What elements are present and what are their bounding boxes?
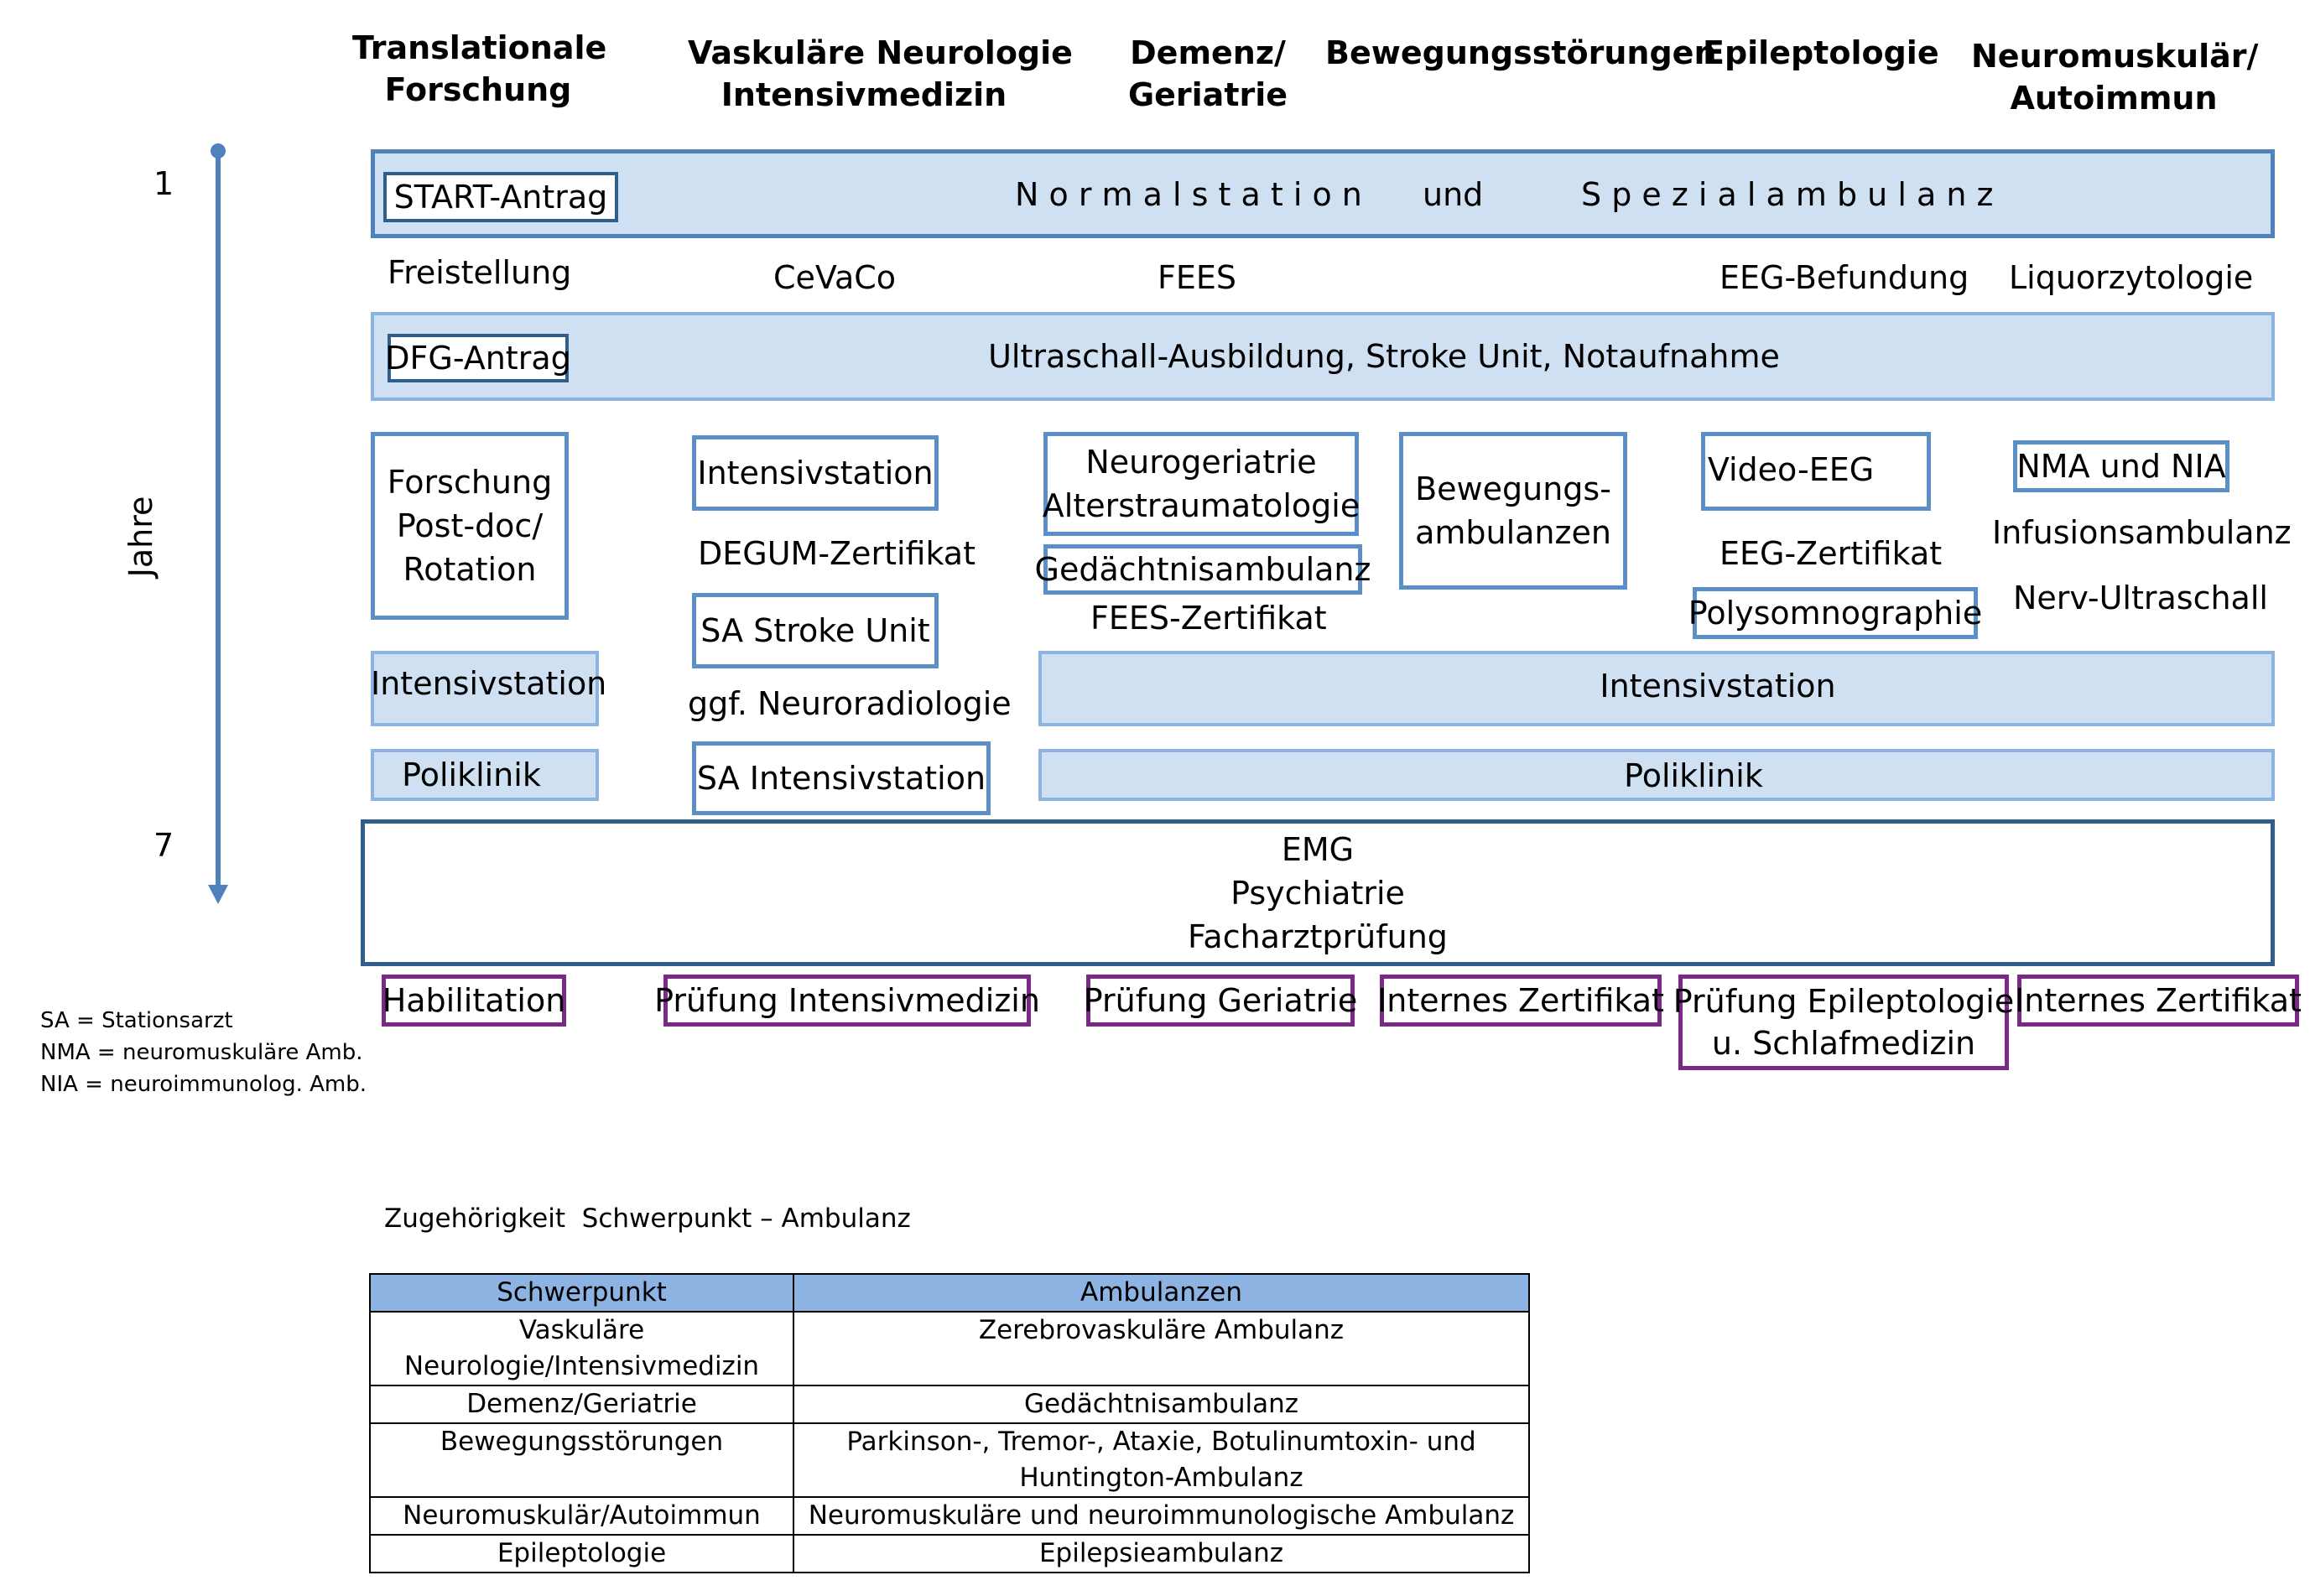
internal-certificate-movement-box: Internes Zertifikat — [1377, 975, 1664, 1027]
table-row: Bewegungsstörungen Parkinson-, Tremor-, … — [369, 1422, 1530, 1498]
column-header-translational-research: Translationale Forschung — [352, 29, 607, 108]
research-icu-band — [371, 651, 599, 726]
table-cell-clinics: Epilepsieambulanz — [793, 1534, 1530, 1573]
table-cell-clinics: Gedächtnisambulanz — [793, 1385, 1530, 1424]
table-cell-focus: Demenz/Geriatrie — [369, 1385, 794, 1424]
poli-wide-label: Poliklinik — [1624, 757, 1763, 794]
degum-certificate-text: DEGUM-Zertifikat — [698, 535, 976, 572]
table-cell-focus: Neuromuskulär/Autoimmun — [369, 1496, 794, 1536]
table-cell-clinics: Zerebrovaskuläre Ambulanz — [793, 1311, 1530, 1386]
timeline-start-label: 1 — [153, 165, 174, 202]
normalstation-and-label: und — [1423, 176, 1484, 213]
dfg-application-box: DFG-Antrag — [385, 334, 571, 382]
fees-certificate-text: FEES-Zertifikat — [1090, 600, 1327, 637]
icu-wide-band — [1038, 651, 2275, 726]
timeline-axis-label: Jahre — [122, 496, 159, 578]
specialty-clinic-label: S p e z i a l a m b u l a n z — [1581, 176, 1994, 213]
stroke-unit-ward-doctor-box: SA Stroke Unit — [692, 593, 939, 668]
eeg-certificate-text: EEG-Zertifikat — [1719, 535, 1943, 572]
research-poli-label: Poliklinik — [402, 756, 541, 793]
icu-wide-label: Intensivstation — [1600, 668, 1836, 704]
neuroradiology-text: ggf. Neuroradiologie — [688, 685, 1012, 722]
table-cell-focus: Bewegungsstörungen — [369, 1422, 794, 1498]
start-application-box: START-Antrag — [383, 172, 618, 222]
cevaco-text: CeVaCo — [773, 259, 897, 296]
normalstation-label: N o r m a l s t a t i o n — [1015, 176, 1362, 213]
legend-item: SA = Stationsarzt — [40, 1008, 233, 1033]
research-poli-band — [371, 749, 599, 801]
legend-item: NMA = neuromuskuläre Amb. — [40, 1040, 363, 1065]
table-caption: Zugehörigkeit Schwerpunkt – Ambulanz — [384, 1203, 911, 1234]
epileptology-exam-box: Prüfung Epileptologie u. Schlafmedizin — [1673, 975, 2014, 1070]
table-row: Neuromuskulär/Autoimmun Neuromuskuläre u… — [369, 1496, 1530, 1536]
focus-clinic-table: Schwerpunkt Ambulanzen Vaskuläre Neurolo… — [369, 1273, 1530, 1573]
abbreviation-legend: SA = Stationsarzt NMA = neuromuskuläre A… — [40, 1005, 367, 1100]
nma-nia-box: NMA und NIA — [2013, 440, 2229, 492]
neurogeriatrics-box: Neurogeriatrie Alterstraumatologie — [1043, 432, 1360, 536]
nerve-ultrasound-text: Nerv-Ultraschall — [2013, 580, 2268, 616]
internal-certificate-neuromuscular-box: Internes Zertifikat — [2015, 975, 2302, 1027]
normalstation-band — [371, 149, 2275, 238]
research-icu-label: Intensivstation — [371, 665, 607, 702]
column-header-dementia-geriatrics: Demenz/ Geriatrie — [1127, 34, 1288, 113]
timeline-arrow — [208, 143, 228, 904]
table-header-focus: Schwerpunkt — [369, 1273, 794, 1313]
icu-exam-box: Prüfung Intensivmedizin — [654, 975, 1040, 1027]
csf-cytology-text: Liquorzytologie — [2009, 259, 2254, 296]
timeline-end-label: 7 — [153, 827, 174, 864]
release-text: Freistellung — [388, 254, 572, 291]
research-postdoc-box: Forschung Post-doc/ Rotation — [371, 432, 569, 620]
column-header-movement-disorders: Bewegungsstörungen — [1325, 34, 1717, 71]
table-header-row: Schwerpunkt Ambulanzen — [369, 1273, 1530, 1313]
video-eeg-box: Video-EEG — [1701, 432, 1931, 511]
table-header-clinics: Ambulanzen — [793, 1273, 1530, 1313]
geriatrics-exam-box: Prüfung Geriatrie — [1084, 975, 1357, 1027]
movement-clinics-box: Bewegungs- ambulanzen — [1399, 432, 1627, 590]
polysomnography-box: Polysomnographie — [1688, 587, 1982, 639]
table-row: Demenz/Geriatrie Gedächtnisambulanz — [369, 1385, 1530, 1424]
ultrasound-band-label: Ultraschall-Ausbildung, Stroke Unit, Not… — [988, 338, 1780, 375]
table-cell-focus: Vaskuläre Neurologie/Intensivmedizin — [369, 1311, 794, 1386]
table-row: Vaskuläre Neurologie/Intensivmedizin Zer… — [369, 1311, 1530, 1386]
column-header-neuromuscular-autoimmune: Neuromuskulär/ Autoimmun — [1971, 38, 2259, 117]
vascular-icu-box: Intensivstation — [692, 435, 939, 511]
memory-clinic-box: Gedächtnisambulanz — [1035, 544, 1371, 595]
table-cell-focus: Epileptologie — [369, 1534, 794, 1573]
fees-text: FEES — [1158, 259, 1236, 296]
poli-wide-band — [1038, 749, 2275, 801]
specialist-exam-box: EMG Psychiatrie Facharztprüfung — [361, 819, 2275, 966]
table-row: Epileptologie Epilepsieambulanz — [369, 1534, 1530, 1573]
column-header-vascular-neurology: Vaskuläre Neurologie Intensivmedizin — [688, 34, 1073, 113]
eeg-reporting-text: EEG-Befundung — [1719, 259, 1969, 296]
table-cell-clinics: Neuromuskuläre und neuroimmunologische A… — [793, 1496, 1530, 1536]
table-cell-clinics: Parkinson-, Tremor-, Ataxie, Botulinumto… — [793, 1422, 1530, 1498]
column-header-epileptology: Epileptologie — [1703, 34, 1939, 71]
legend-item: NIA = neuroimmunolog. Amb. — [40, 1072, 367, 1097]
ultrasound-band — [371, 312, 2275, 401]
habilitation-box: Habilitation — [382, 975, 566, 1027]
infusion-clinic-text: Infusionsambulanz — [1992, 514, 2292, 551]
icu-ward-doctor-box: SA Intensivstation — [692, 741, 991, 815]
